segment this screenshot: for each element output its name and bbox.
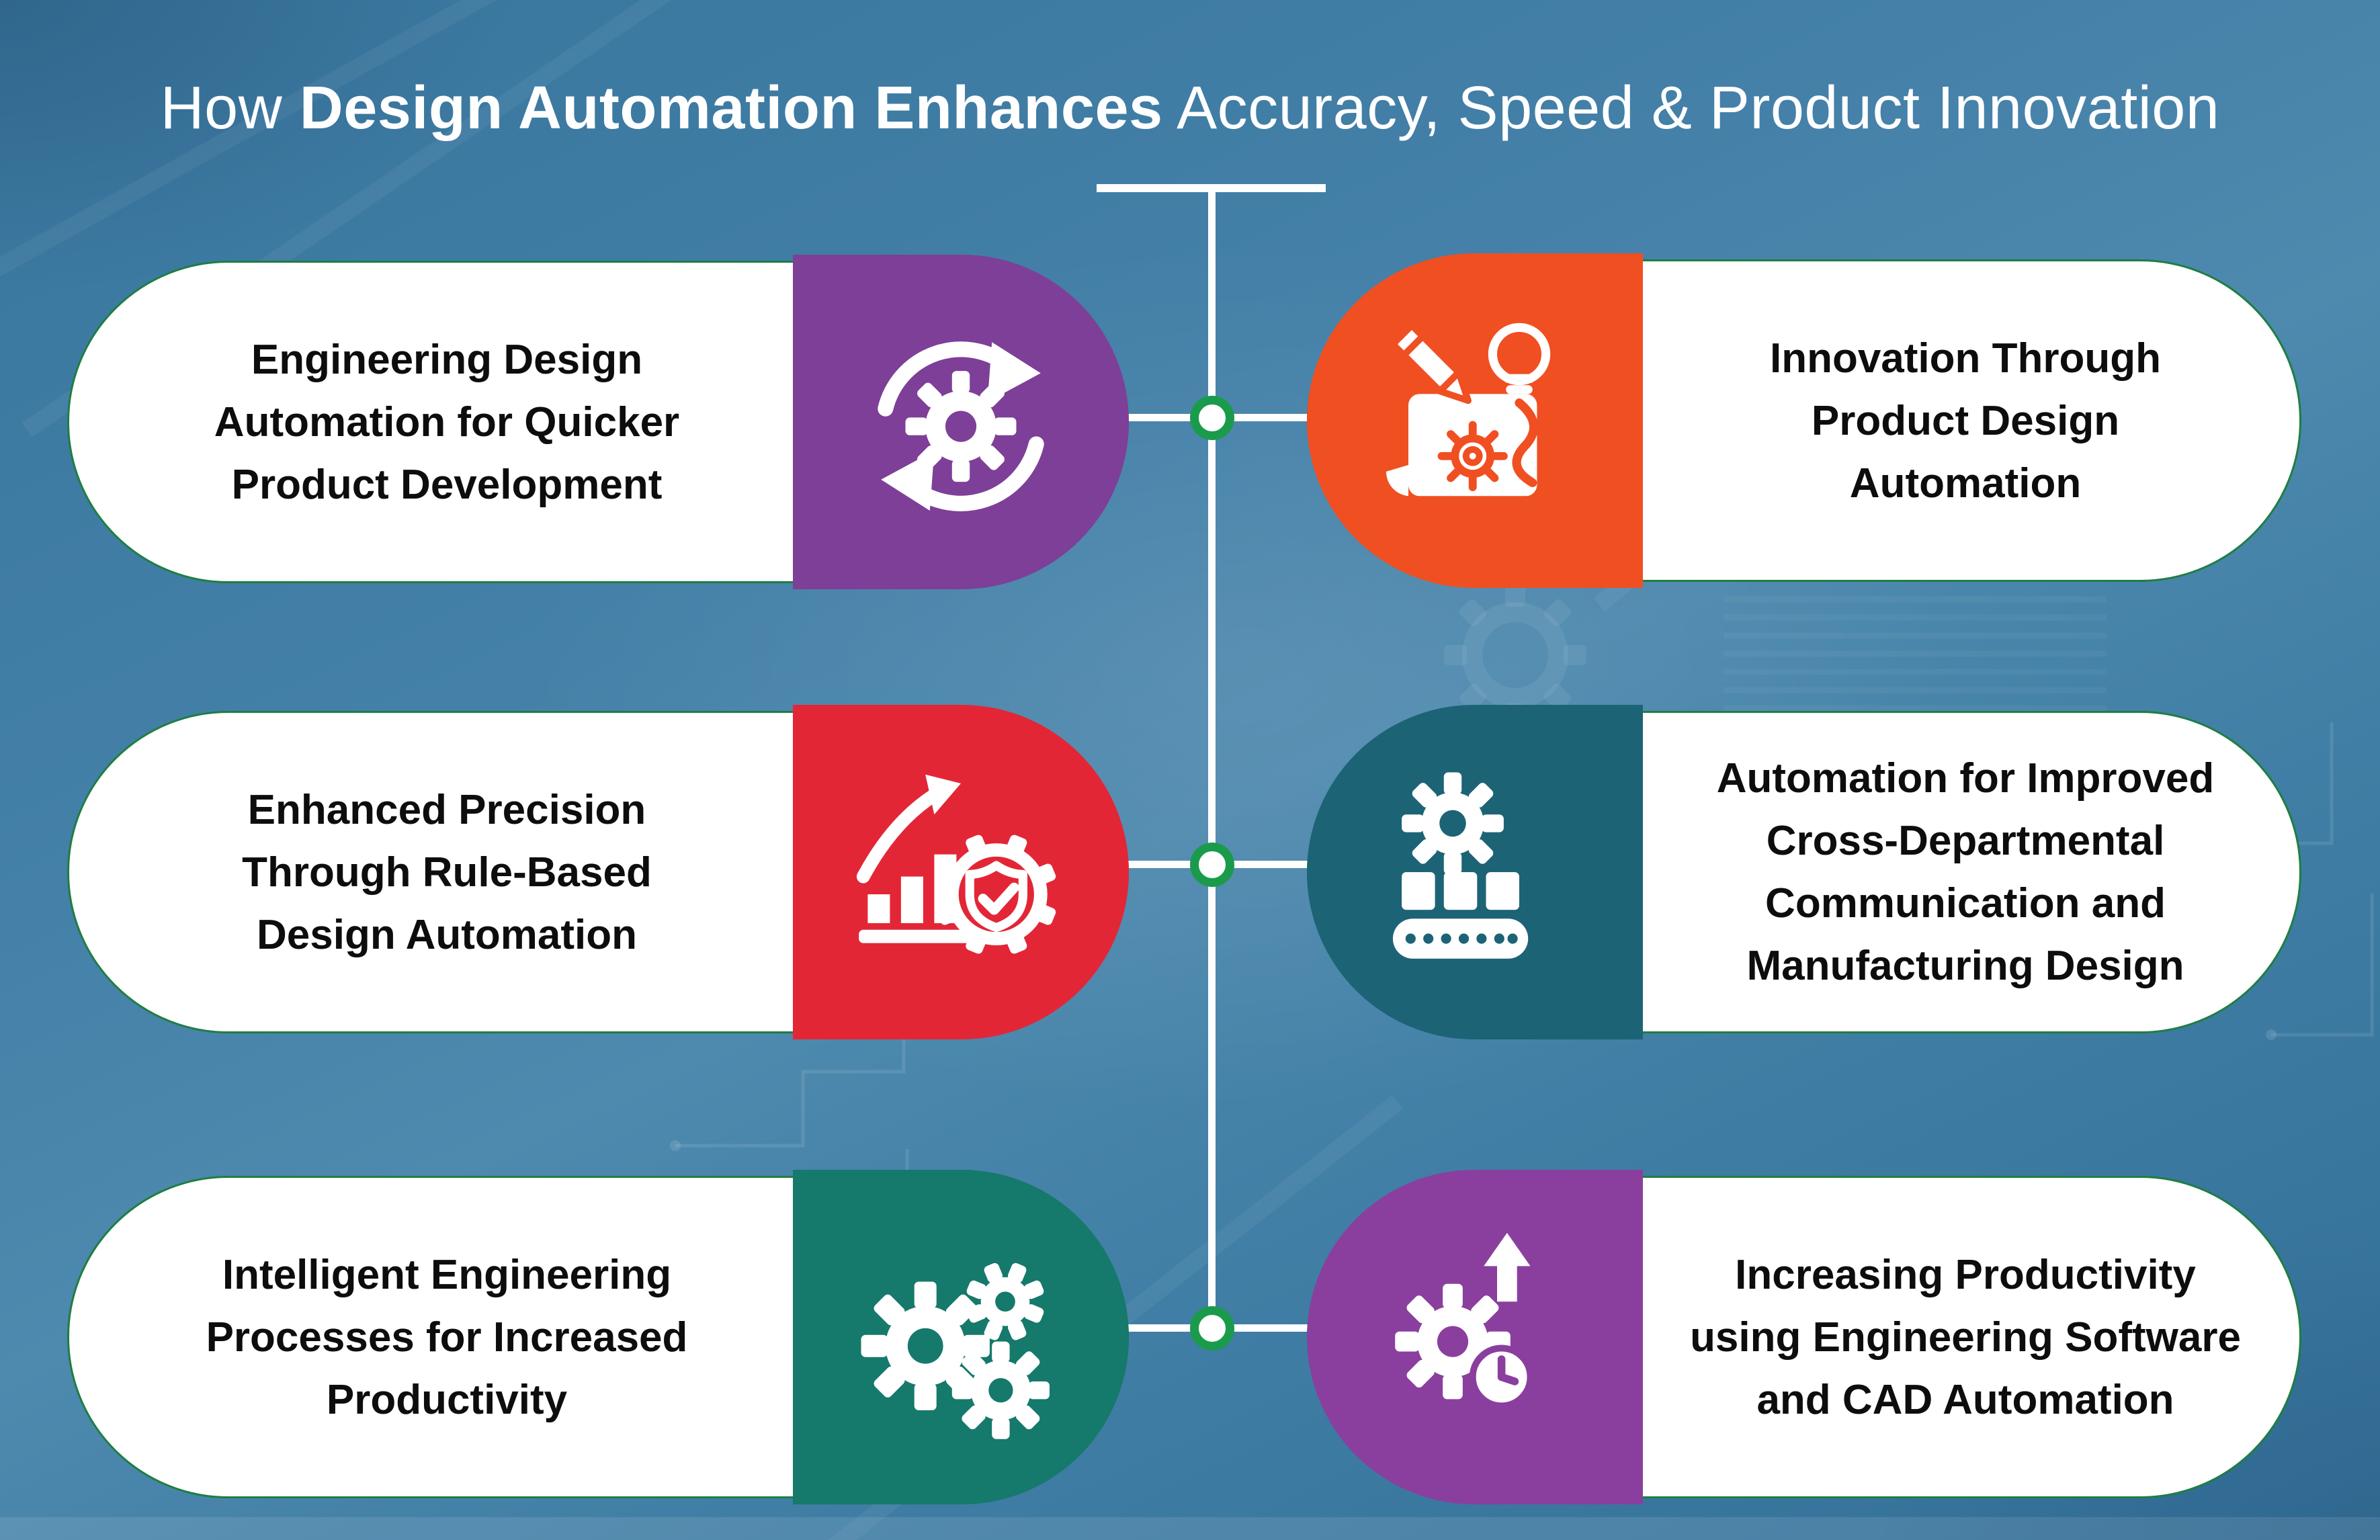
card-icon-panel xyxy=(793,1170,1129,1504)
growth-chart-shield-gear-icon xyxy=(856,774,1056,954)
card-text: Automation for Improved Cross-Department… xyxy=(1716,755,2215,989)
card-icon-panel xyxy=(1307,1170,1643,1504)
card-icon-panel xyxy=(793,255,1129,589)
title-suffix: Accuracy, Speed & Product Innovation xyxy=(1162,75,2220,142)
card-text: Increasing Productivity using Engineerin… xyxy=(1690,1251,2241,1423)
card-cross-departmental-automation: Automation for Improved Cross-Department… xyxy=(1307,705,2301,1039)
card-innovation-product-design: Innovation Through Product Design Automa… xyxy=(1307,253,2301,588)
card-increasing-productivity-cad: Increasing Productivity using Engineerin… xyxy=(1307,1170,2301,1504)
card-text: Enhanced Precision Through Rule-Based De… xyxy=(242,786,652,958)
title-prefix: How xyxy=(160,75,300,142)
title-bold-segment: Design Automation Enhances xyxy=(299,75,1163,142)
card-engineering-design-automation: Engineering Design Automation for Quicke… xyxy=(67,255,1129,589)
sync-gear-icon xyxy=(878,341,1044,511)
card-intelligent-engineering-processes: Intelligent Engineering Processes for In… xyxy=(67,1170,1129,1504)
page-title: How Design Automation Enhances Accuracy,… xyxy=(0,74,2380,143)
timeline-node-row2 xyxy=(1190,843,1234,887)
conveyor-manufacturing-icon xyxy=(1392,772,1529,959)
card-text: Innovation Through Product Design Automa… xyxy=(1769,335,2161,507)
gear-clock-up-arrow-icon xyxy=(1395,1232,1534,1410)
card-text: Intelligent Engineering Processes for In… xyxy=(206,1251,688,1423)
three-gears-icon xyxy=(861,1263,1050,1439)
card-text: Engineering Design Automation for Quicke… xyxy=(214,336,680,508)
timeline-node-row3 xyxy=(1190,1306,1234,1351)
timeline-vertical-line xyxy=(1208,188,1216,1328)
card-icon-panel xyxy=(1307,253,1643,588)
card-icon-panel xyxy=(1307,705,1643,1039)
timeline-node-row1 xyxy=(1190,396,1234,440)
card-icon-panel xyxy=(793,705,1129,1039)
card-enhanced-precision: Enhanced Precision Through Rule-Based De… xyxy=(67,705,1129,1039)
pencil-blueprint-bulb-icon xyxy=(1386,320,1551,497)
